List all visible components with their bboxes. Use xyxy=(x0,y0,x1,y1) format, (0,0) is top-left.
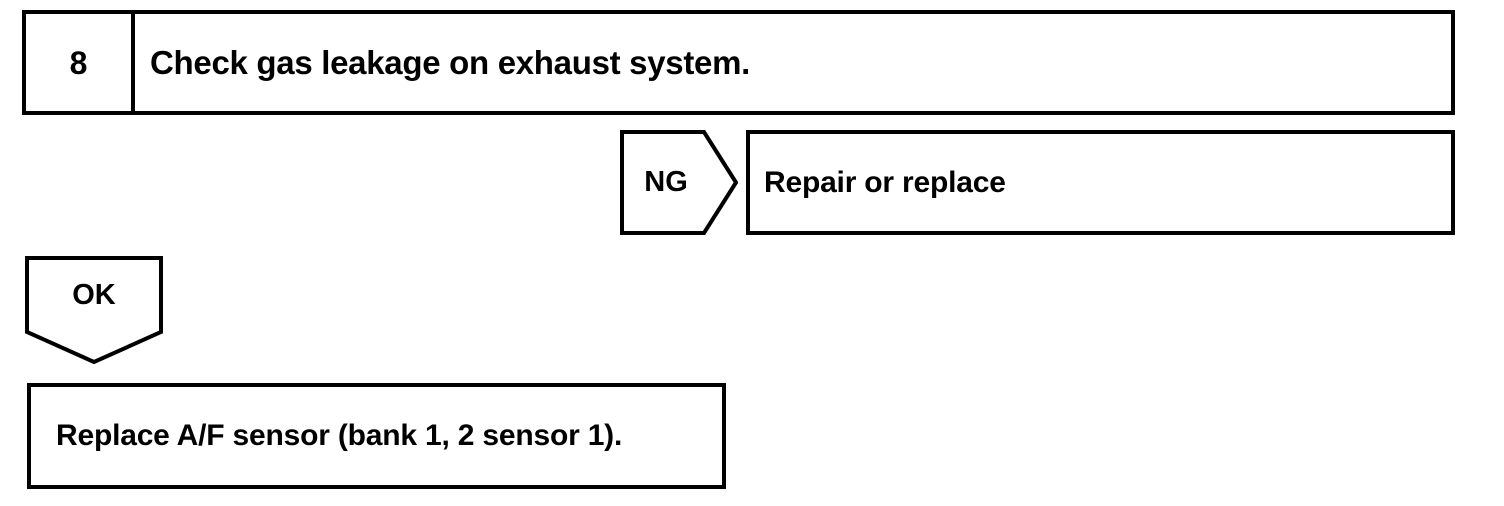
ok-arrow-shape xyxy=(25,256,163,364)
ok-arrow-icon xyxy=(25,256,163,364)
ng-arrow-shape xyxy=(620,130,738,235)
ng-arrow-icon xyxy=(620,130,738,235)
step-number-cell: 8 xyxy=(26,14,135,111)
step-row: 8 Check gas leakage on exhaust system. xyxy=(22,10,1455,115)
step-instruction-text: Check gas leakage on exhaust system. xyxy=(150,44,750,81)
ok-result-box: Replace A/F sensor (bank 1, 2 sensor 1). xyxy=(27,383,726,489)
ng-result-box: Repair or replace xyxy=(746,130,1455,235)
